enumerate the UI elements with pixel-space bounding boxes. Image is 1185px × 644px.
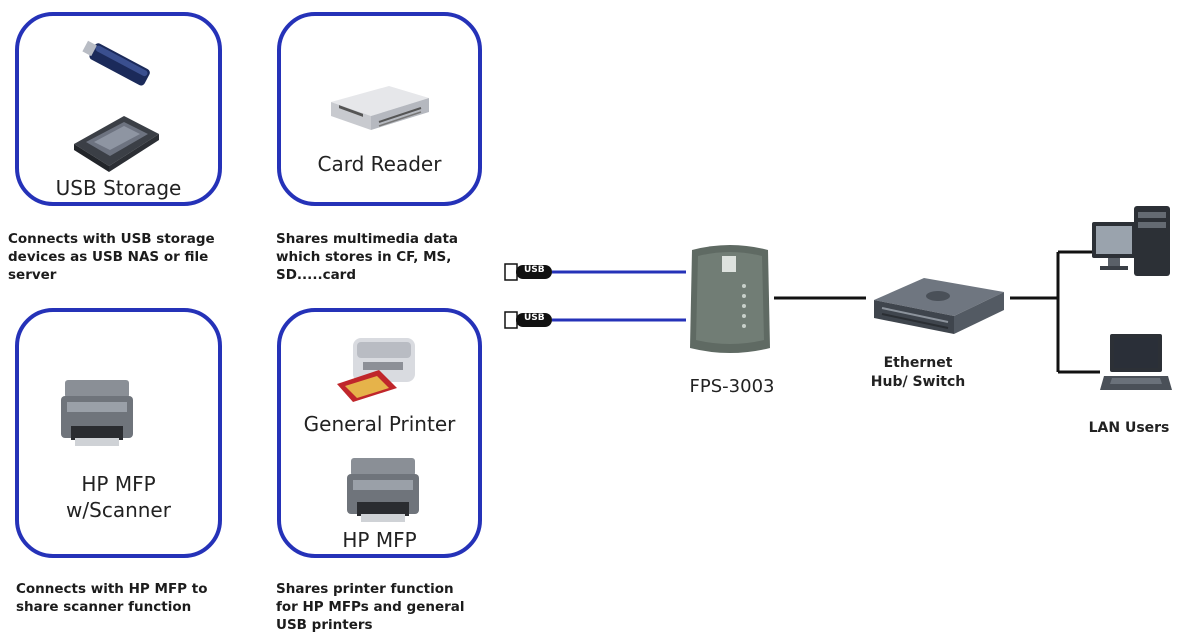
- usb-port-1: USB: [504, 263, 554, 281]
- hp-mfp-scanner-label-1: HP MFP: [81, 472, 156, 496]
- card-reader-description: Shares multimedia data which stores in C…: [276, 231, 459, 283]
- print-server-device-icon: [684, 240, 776, 358]
- card-reader-icon: [325, 80, 435, 136]
- usb-port-2-label: USB: [524, 313, 545, 323]
- usb-flash-drive-icon: [81, 40, 161, 88]
- card-reader-label: Card Reader: [317, 152, 442, 176]
- lan-users-label: LAN Users: [1088, 420, 1170, 436]
- hp-mfp-printer-icon: [343, 452, 423, 528]
- hp-mfp-label: HP MFP: [342, 528, 417, 552]
- usb-storage-box: USB Storage: [15, 12, 222, 206]
- usb-port-2: USB: [504, 311, 554, 329]
- print-server-label: FPS-3003: [689, 376, 775, 397]
- external-hard-drive-icon: [64, 104, 164, 174]
- general-printer-label: General Printer: [303, 412, 456, 436]
- desktop-computer-icon: [1090, 204, 1176, 280]
- ethernet-switch-icon: [864, 270, 1014, 342]
- hp-mfp-scanner-box: HP MFP w/Scanner: [15, 308, 222, 558]
- ethernet-switch-label: Ethernet Hub/ Switch: [870, 355, 966, 390]
- laptop-icon: [1100, 332, 1172, 396]
- usb-storage-label: USB Storage: [55, 176, 182, 200]
- card-reader-box: Card Reader: [277, 12, 482, 206]
- usb-storage-description: Connects with USB storage devices as USB…: [8, 231, 215, 283]
- photo-printer-icon: [333, 330, 433, 406]
- mfp-printer-icon: [57, 374, 137, 454]
- printers-box: General Printer HP MFP: [277, 308, 482, 558]
- printers-description: Shares printer function for HP MFPs and …: [276, 581, 465, 633]
- hp-mfp-scanner-description: Connects with HP MFP to share scanner fu…: [16, 581, 208, 615]
- usb-port-1-label: USB: [524, 265, 545, 275]
- hp-mfp-scanner-label-2: w/Scanner: [66, 498, 171, 522]
